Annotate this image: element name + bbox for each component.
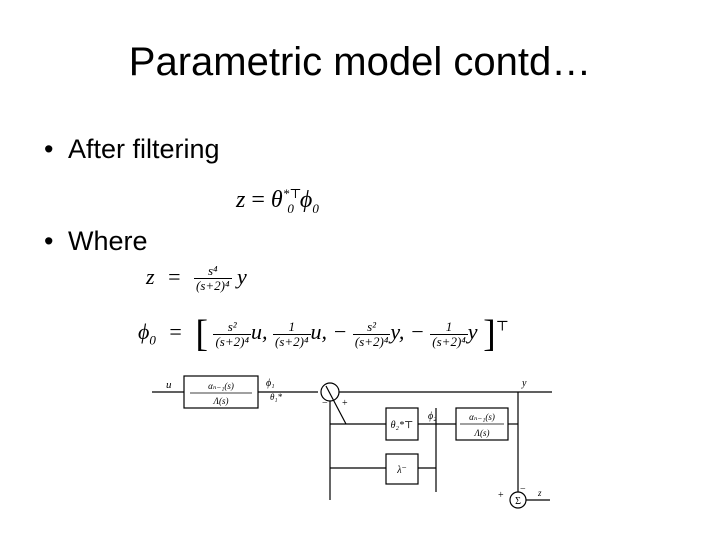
- fraction-numerator: 1: [288, 318, 295, 334]
- theta2-label: θ₂*⊤: [391, 420, 414, 431]
- block3-denominator: Λ(s): [474, 428, 490, 438]
- fraction: s² (s+2)⁴: [213, 318, 251, 349]
- phi2-label: ϕ₂: [428, 411, 437, 422]
- lambda-label: λ⁻: [396, 465, 407, 476]
- fraction-denominator: (s+2)⁴: [193, 278, 232, 294]
- term-var: u, −: [310, 319, 348, 345]
- minus-sign: −: [322, 398, 328, 409]
- eq-z-lhs: z: [146, 264, 155, 289]
- junction-arrow: [325, 385, 347, 425]
- equation-after-filtering: z = θ*⊤0 ϕ0: [236, 186, 319, 217]
- input-label: u: [166, 379, 172, 391]
- eq-theta-sup: *⊤: [282, 186, 302, 201]
- block3-numerator: αₙ₋₁(s): [469, 412, 495, 422]
- fraction-numerator: s²: [367, 318, 377, 334]
- bullet-dot: •: [44, 134, 54, 164]
- left-bracket: [: [195, 313, 208, 355]
- fraction: s⁴ (s+2)⁴: [193, 263, 232, 294]
- fraction-denominator: (s+2)⁴: [430, 333, 468, 349]
- term-var: y, −: [390, 319, 425, 345]
- eq-theta-sub: 0: [287, 200, 294, 216]
- fraction: s² (s+2)⁴: [352, 318, 391, 349]
- eq-phi-lhs: ϕ: [138, 319, 150, 345]
- eq-phi-lhs-sub: 0: [149, 332, 156, 348]
- equation-phi-definition: ϕ0 = [ s² (s+2)⁴ u, 1 (s+2)⁴ u, − s² (s+…: [138, 312, 509, 356]
- transpose-sup: ⊤: [495, 319, 509, 335]
- fraction-numerator: 1: [445, 318, 453, 334]
- bullet-where: • Where: [44, 226, 148, 257]
- eq-lhs: z: [236, 187, 246, 213]
- output-label: y: [521, 378, 527, 389]
- sum-symbol: Σ: [515, 496, 521, 507]
- bullet-dot: •: [44, 226, 54, 256]
- plus-sign: +: [342, 398, 348, 409]
- minus-sign: −: [520, 484, 526, 495]
- fraction-denominator: (s+2)⁴: [352, 333, 391, 349]
- block1-numerator: αₙ₋₁(s): [208, 381, 234, 391]
- fraction-denominator: (s+2)⁴: [213, 333, 251, 349]
- eq-rel: =: [251, 187, 265, 213]
- right-bracket: ]: [483, 313, 496, 355]
- eq-phi: ϕ: [299, 187, 313, 213]
- fraction-denominator: (s+2)⁴: [272, 333, 311, 349]
- eq-z-rel: =: [168, 264, 181, 289]
- bullet-after-filtering: • After filtering: [44, 134, 220, 165]
- theta1-label: θ₁*: [270, 392, 283, 402]
- eq-theta: θ: [270, 187, 283, 213]
- phi1-label: ϕ₁: [266, 378, 275, 389]
- bullet-label: After filtering: [68, 134, 220, 164]
- block1-denominator: Λ(s): [213, 396, 229, 406]
- term-var: u,: [250, 319, 268, 345]
- fraction: 1 (s+2)⁴: [272, 318, 311, 349]
- slide-title: Parametric model contd…: [128, 40, 592, 84]
- fraction: 1 (s+2)⁴: [430, 318, 468, 349]
- fraction-numerator: s²: [227, 318, 237, 334]
- fraction-numerator: s⁴: [207, 263, 218, 279]
- plus-sign: +: [498, 490, 504, 501]
- lambda-block: [385, 453, 419, 485]
- term-var: y: [467, 319, 478, 345]
- equation-z-definition: z = s⁴ (s+2)⁴ y: [146, 264, 247, 293]
- z-output-label: z: [537, 488, 542, 498]
- eq-phi-rel: =: [169, 319, 182, 345]
- bullet-label: Where: [68, 226, 148, 256]
- eq-z-tail: y: [237, 264, 247, 289]
- eq-phi-sub: 0: [312, 200, 319, 216]
